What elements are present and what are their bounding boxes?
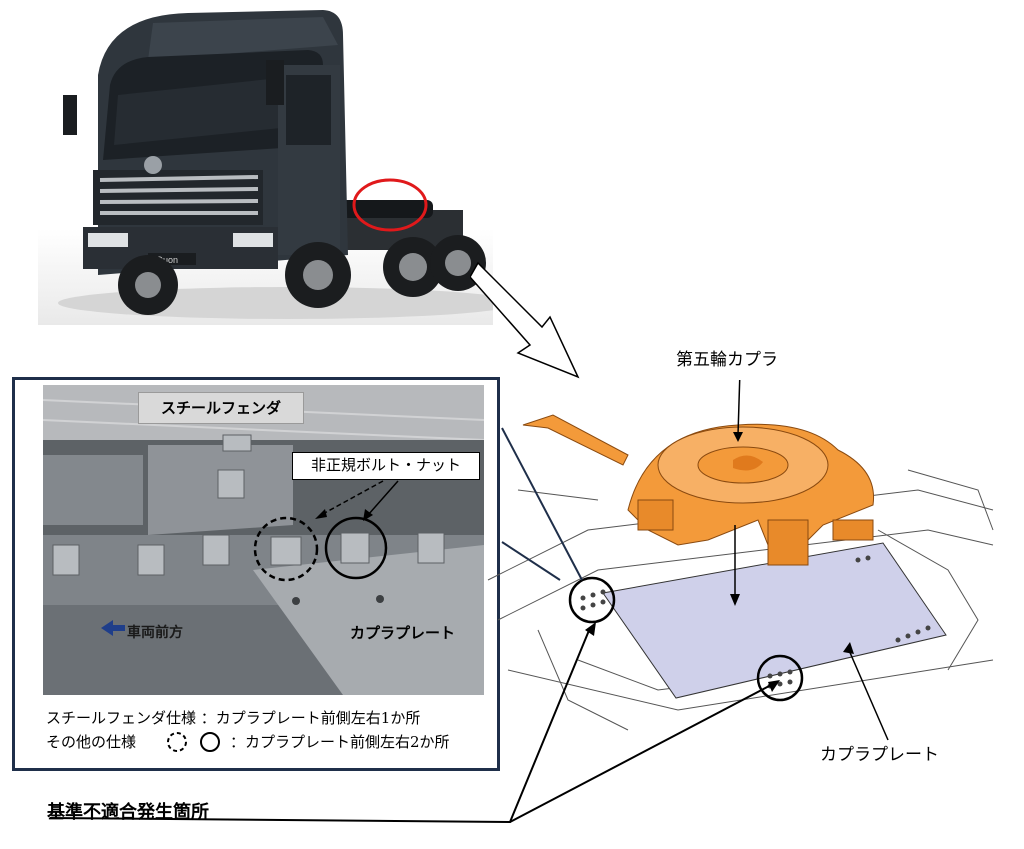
legend-other-suffix: ：カプラプレート前側左右2か所 — [230, 733, 450, 751]
vehicle-front-arrow-icon — [101, 620, 125, 636]
coupler-highlight-circle — [352, 178, 428, 232]
hollow-arrow-icon — [470, 261, 580, 379]
legend-other-prefix: その他の仕様 — [46, 733, 137, 751]
defect-location-label: 基準不適合発生箇所 — [47, 802, 209, 823]
truck-photo: Quon — [38, 5, 518, 325]
detail-photo — [43, 385, 484, 695]
legend-steel-fender: スチールフェンダ仕様 ：カプラプレート前側左右1か所 — [46, 709, 421, 727]
vehicle-front-label: 車両前方 — [127, 625, 183, 641]
coupler-plate-label: カプラプレート — [820, 745, 939, 765]
truck-illustration: Quon — [58, 10, 518, 319]
diagram-bolt-circle-left — [568, 576, 616, 624]
coupler-plate-photo-label: カプラプレート — [350, 624, 456, 642]
nonstandard-bolt-label: 非正規ボルト・ナット — [292, 452, 480, 480]
fifth-wheel-coupler-label: 第五輪カプラ — [676, 350, 778, 370]
nonstandard-bolt-dashed-circle — [253, 516, 319, 582]
diagram-bolt-circle-right — [756, 654, 804, 702]
steel-fender-label: スチールフェンダ — [138, 392, 304, 424]
coupler-diagram — [487, 380, 994, 741]
nonstandard-bolt-solid-circle — [324, 516, 388, 580]
fifth-wheel-coupler-shape — [522, 414, 875, 566]
legend-circles-icon — [167, 732, 220, 752]
quon-badge: Quon — [156, 255, 178, 265]
defect-pointer-lines — [49, 622, 780, 824]
